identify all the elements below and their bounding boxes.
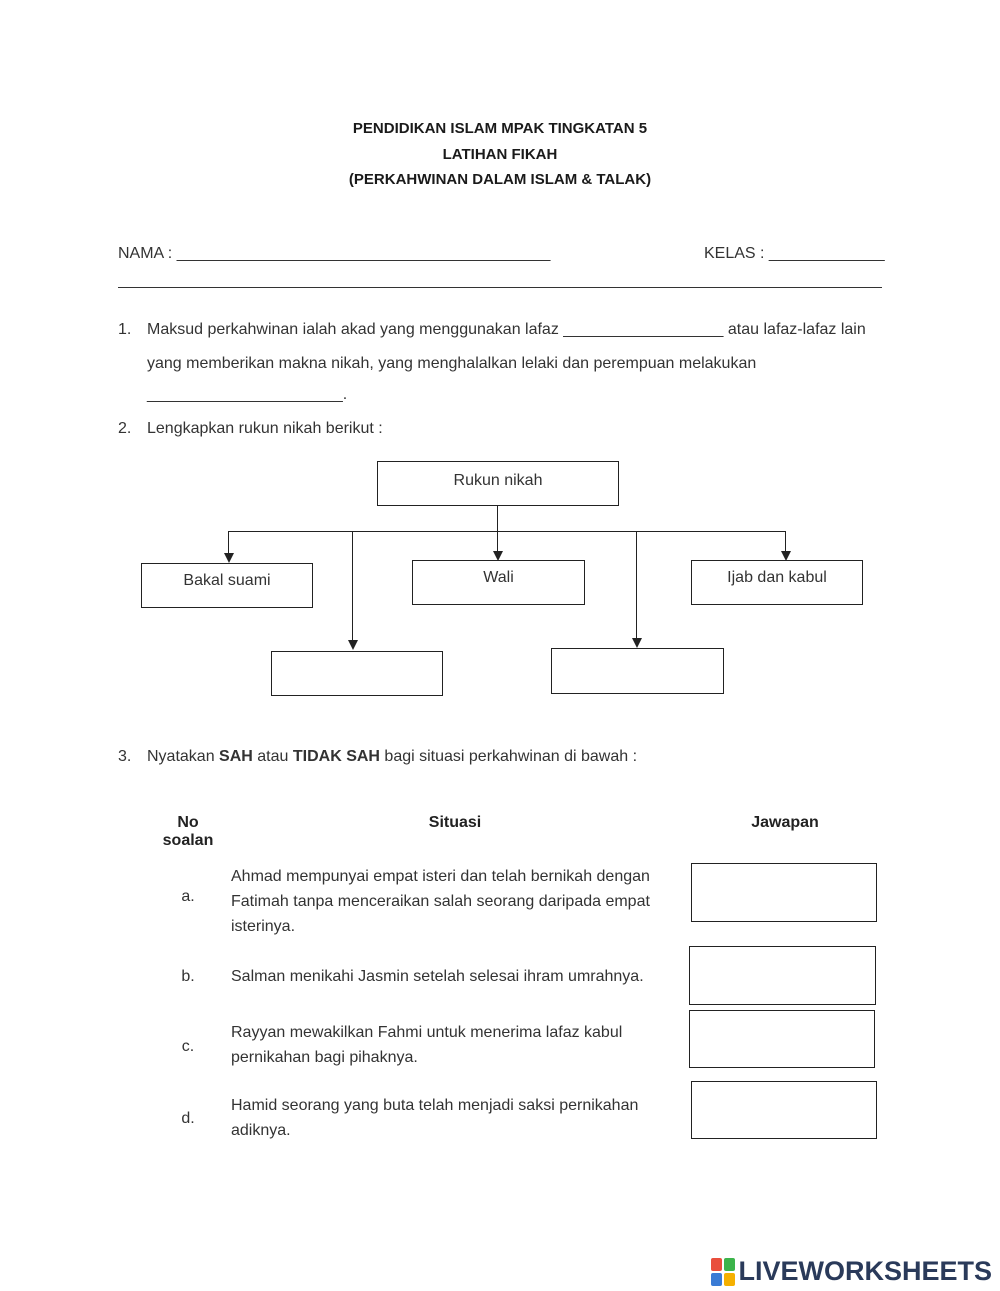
q3-bold-sah: SAH — [219, 748, 253, 765]
arrow-down-icon — [493, 551, 503, 561]
connector-line — [497, 506, 499, 532]
answer-box-b[interactable] — [689, 946, 876, 1005]
col-header-no: No soalan — [158, 814, 218, 850]
node-wali: Wali — [412, 560, 585, 605]
worksheet-title: PENDIDIKAN ISLAM MPAK TINGKATAN 5 — [352, 120, 648, 137]
row-situation: Salman menikahi Jasmin setelah selesai i… — [231, 968, 644, 985]
row-label: a. — [181, 888, 195, 905]
kelas-label: KELAS : — [704, 245, 769, 262]
col-header-no-line2: soalan — [162, 832, 214, 849]
q1-blank1[interactable]: __________________ — [563, 321, 724, 338]
nama-field[interactable]: ________________________________________… — [176, 245, 551, 262]
q2-number: 2. — [118, 420, 132, 437]
col-header-jawapan: Jawapan — [751, 814, 819, 831]
arrow-down-icon — [781, 551, 791, 561]
q3-number: 3. — [118, 748, 132, 765]
node-bakal-suami: Bakal suami — [141, 563, 313, 608]
q1-line2: yang memberikan makna nikah, yang mengha… — [147, 355, 757, 372]
divider-line: ________________________________________… — [118, 272, 882, 289]
q1-text-b: atau lafaz-lafaz lain — [723, 321, 866, 338]
connector-line — [228, 531, 786, 533]
answer-box-c[interactable] — [689, 1010, 875, 1068]
brand-name: LIVEWORKSHEETS — [738, 1256, 992, 1286]
node-ijab-kabul: Ijab dan kabul — [691, 560, 863, 605]
col-header-no-line1: No — [177, 814, 199, 831]
connector-line — [785, 531, 787, 553]
answer-box-d[interactable] — [691, 1081, 877, 1139]
row-label: b. — [181, 968, 195, 985]
col-header-situasi: Situasi — [428, 814, 482, 831]
kelas-field[interactable]: _____________ — [768, 245, 885, 262]
answer-box-a[interactable] — [691, 863, 877, 922]
q1-text-a: Maksud perkahwinan ialah akad yang mengg… — [147, 321, 564, 338]
nama-label: NAMA : — [118, 245, 177, 262]
row-label: d. — [181, 1110, 195, 1127]
liveworksheets-logo[interactable]: LIVEWORKSHEETS — [711, 1256, 992, 1287]
q1-number: 1. — [118, 321, 132, 338]
nama-row: NAMA : _________________________________… — [118, 245, 550, 263]
rukun-nikah-label: Rukun nikah — [453, 472, 543, 489]
arrow-down-icon — [348, 640, 358, 650]
q3-text-c: bagi situasi perkahwinan di bawah : — [379, 748, 638, 765]
row-situation: Hamid seorang yang buta telah menjadi sa… — [231, 1097, 639, 1139]
connector-line — [228, 531, 230, 555]
arrow-down-icon — [224, 553, 234, 563]
q3-text-b: atau — [252, 748, 293, 765]
q3-text: Nyatakan SAH atau TIDAK SAH bagi situasi… — [147, 748, 637, 766]
node-label: Ijab dan kabul — [727, 569, 827, 586]
connector-line — [352, 531, 354, 642]
q1-line1: Maksud perkahwinan ialah akad yang mengg… — [147, 321, 866, 339]
row-label: c. — [181, 1038, 195, 1055]
worksheet-subtitle: LATIHAN FIKAH — [442, 146, 558, 163]
liveworksheets-logo-icon — [711, 1257, 736, 1286]
node-blank-answer-2[interactable] — [551, 648, 724, 694]
connector-line — [497, 531, 499, 553]
q3-text-a: Nyatakan — [147, 748, 220, 765]
row-situation: Ahmad mempunyai empat isteri dan telah b… — [231, 868, 650, 935]
node-label: Wali — [483, 569, 514, 586]
q1-blank2[interactable]: ______________________. — [147, 386, 348, 403]
worksheet-topic: (PERKAHWINAN DALAM ISLAM & TALAK) — [348, 171, 652, 188]
node-label: Bakal suami — [183, 572, 271, 589]
kelas-row: KELAS : _____________ — [704, 245, 885, 263]
rukun-nikah-root: Rukun nikah — [377, 461, 619, 506]
q2-text: Lengkapkan rukun nikah berikut : — [147, 420, 383, 437]
row-situation: Rayyan mewakilkan Fahmi untuk menerima l… — [231, 1024, 623, 1066]
q3-bold-tidak-sah: TIDAK SAH — [292, 748, 380, 765]
node-blank-answer-1[interactable] — [271, 651, 443, 696]
connector-line — [636, 531, 638, 640]
arrow-down-icon — [632, 638, 642, 648]
